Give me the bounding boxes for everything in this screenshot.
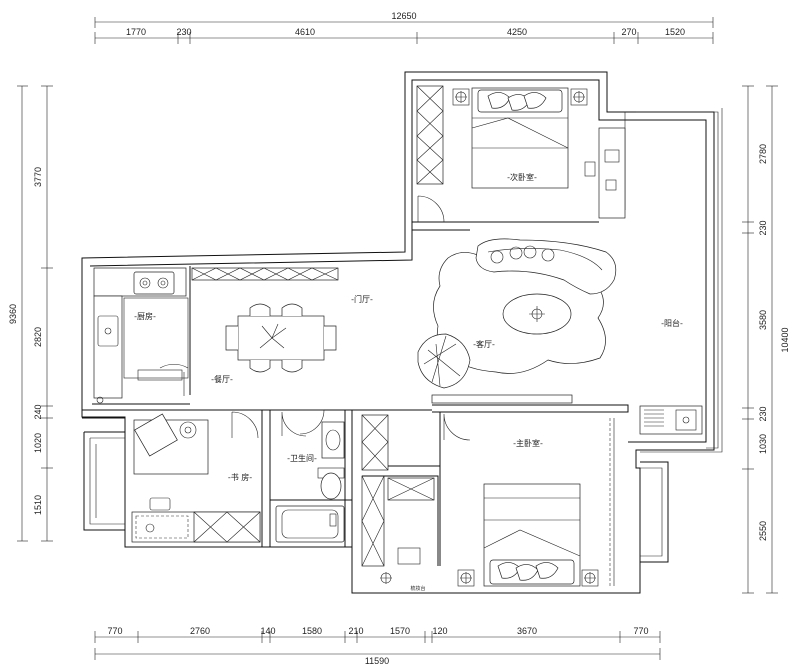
bathroom-furniture: -卫生间- xyxy=(275,421,345,543)
dim-bottom-7: 120 xyxy=(432,626,447,636)
dim-right-1: 2780 xyxy=(758,144,768,164)
kitchen-furniture: -厨房- xyxy=(93,267,189,404)
dining-furniture: -餐厅- -门厅- xyxy=(211,294,373,384)
label-second-bedroom: -次卧室- xyxy=(507,172,537,182)
doors xyxy=(159,195,471,441)
interior-walls xyxy=(82,85,629,567)
dim-bottom-1: 770 xyxy=(107,626,122,636)
right-dimension-lines: 10400 2780 230 3580 230 1030 2550 xyxy=(742,85,790,594)
dim-right-6: 2550 xyxy=(758,521,768,541)
bottom-dimension-lines: 770 2760 140 1580 210 1570 120 3670 770 … xyxy=(94,626,661,666)
label-living: -客厅- xyxy=(473,339,495,349)
dim-top-total: 12650 xyxy=(391,11,416,21)
dim-top-3: 4610 xyxy=(295,27,315,37)
dim-bottom-2: 2760 xyxy=(190,626,210,636)
dim-left-3: 240 xyxy=(33,404,43,419)
dim-bottom-4: 1580 xyxy=(302,626,322,636)
dim-bottom-5: 210 xyxy=(348,626,363,636)
living-furniture: -客厅- -阳台- xyxy=(417,238,683,389)
dim-right-total: 10400 xyxy=(780,327,790,352)
dim-right-2: 230 xyxy=(758,220,768,235)
left-dimension-lines: 9360 3770 2820 240 1020 1510 xyxy=(8,85,53,542)
dim-right-4: 230 xyxy=(758,406,768,421)
label-dining: -餐厅- xyxy=(211,375,233,384)
balcony-utility xyxy=(639,405,703,435)
dim-left-total: 9360 xyxy=(8,304,18,324)
dim-left-1: 3770 xyxy=(33,167,43,187)
label-kitchen: -厨房- xyxy=(134,311,156,321)
dim-right-5: 1030 xyxy=(758,434,768,454)
dim-bottom-9: 770 xyxy=(633,626,648,636)
label-bathroom: -卫生间- xyxy=(287,453,317,463)
dim-right-3: 3580 xyxy=(758,310,768,330)
dim-top-1: 1770 xyxy=(126,27,146,37)
dim-bottom-8: 3670 xyxy=(517,626,537,636)
dim-top-5: 270 xyxy=(621,27,636,37)
master-bedroom-furniture: -主卧室- 梳妆台 xyxy=(380,418,615,592)
dim-left-5: 1510 xyxy=(33,495,43,515)
dim-top-2: 230 xyxy=(176,27,191,37)
label-master-bedroom: -主卧室- xyxy=(513,438,543,448)
study-furniture: -书 房- xyxy=(131,413,261,543)
dim-bottom-3: 140 xyxy=(260,626,275,636)
label-dresser: 梳妆台 xyxy=(410,585,425,592)
top-dimension-lines: 12650 1770 230 4610 4250 270 1520 xyxy=(94,11,714,44)
dim-bottom-6: 1570 xyxy=(390,626,410,636)
label-study: -书 房- xyxy=(228,472,252,482)
dim-top-6: 1520 xyxy=(665,27,685,37)
second-bedroom-furniture: -次卧室- xyxy=(452,87,626,219)
label-balcony: -阳台- xyxy=(661,318,683,328)
dim-left-4: 1020 xyxy=(33,433,43,453)
dim-left-2: 2820 xyxy=(33,327,43,347)
dim-top-4: 4250 xyxy=(507,27,527,37)
label-foyer: -门厅- xyxy=(351,294,373,304)
dim-bottom-total: 11590 xyxy=(365,656,389,666)
